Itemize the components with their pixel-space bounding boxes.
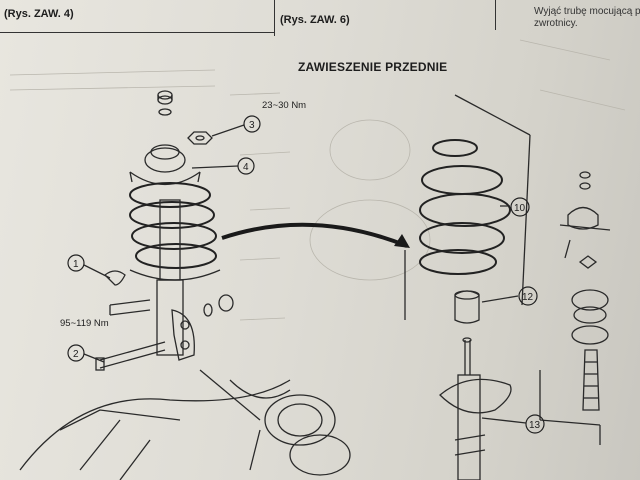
torque-spec-top: 23~30 Nm xyxy=(262,100,307,111)
callout-10: 10 xyxy=(510,197,530,217)
header-note: Wyjąć trubę mocującą piastę zwrotnicy. xyxy=(534,6,640,30)
exploded-parts-right xyxy=(539,171,611,445)
strut-assembly-left xyxy=(19,90,410,480)
callout-12: 12 xyxy=(518,286,538,306)
callout-3: 3 xyxy=(243,115,261,133)
svg-text:1: 1 xyxy=(73,259,79,270)
svg-text:4: 4 xyxy=(243,162,249,173)
figure-ref-mid: (Rys. ZAW. 6) xyxy=(280,14,350,26)
header-note-line1: Wyjąć trubę mocującą piastę xyxy=(534,6,640,17)
svg-text:10: 10 xyxy=(514,203,526,214)
exploded-parts-middle xyxy=(404,94,531,480)
diagram-title: ZAWIESZENIE PRZEDNIE xyxy=(298,60,448,74)
header-divider-vertical-1 xyxy=(274,0,275,36)
leader-lines-middle xyxy=(481,205,527,424)
callout-4: 4 xyxy=(237,157,255,175)
callout-2: 2 xyxy=(67,344,85,362)
leader-lines-left xyxy=(83,124,245,363)
callout-1: 1 xyxy=(67,254,85,272)
header-divider-vertical-2 xyxy=(495,0,496,30)
torque-spec-mid: 95~119 Nm xyxy=(60,318,109,329)
header-note-line2: zwrotnicy. xyxy=(534,18,578,29)
svg-text:2: 2 xyxy=(73,349,79,360)
callout-13: 13 xyxy=(525,414,545,434)
bleed-through-text xyxy=(9,39,626,321)
svg-text:12: 12 xyxy=(522,292,534,303)
svg-text:13: 13 xyxy=(529,420,541,431)
svg-text:3: 3 xyxy=(249,120,255,131)
figure-ref-left: (Rys. ZAW. 4) xyxy=(4,8,74,20)
header-divider-bottom xyxy=(0,32,275,33)
